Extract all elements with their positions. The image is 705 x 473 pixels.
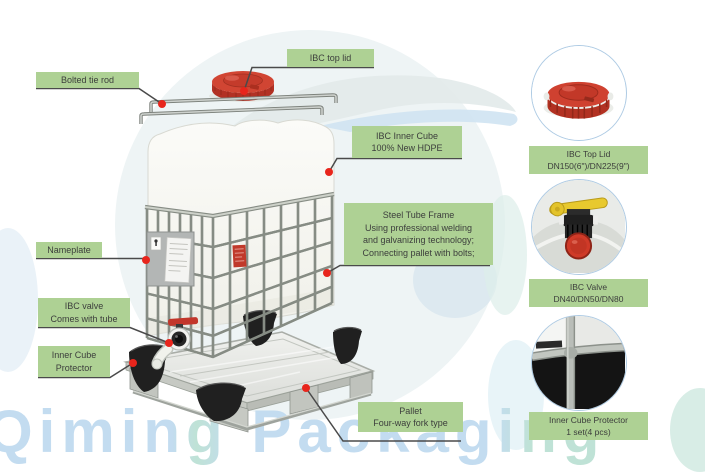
top-lid xyxy=(212,71,274,101)
valve-photo xyxy=(532,180,625,273)
inner-cube xyxy=(147,119,335,337)
callout-text: and galvanizing technology; xyxy=(362,235,475,245)
callout-ibc-valve: IBC valve Comes with tube xyxy=(38,298,130,327)
callout-text: Nameplate xyxy=(47,244,91,255)
callout-text: Connecting pallet with bolts; xyxy=(362,247,475,258)
callout-text: IBC valve xyxy=(64,301,104,311)
warning-sticker xyxy=(232,244,247,268)
leader-dots xyxy=(129,87,333,392)
logo-blob xyxy=(0,228,38,372)
detail-title: Inner Cube Protector xyxy=(549,414,628,425)
callout-nameplate: Nameplate xyxy=(36,242,102,258)
callout-ibc-inner-cube: IBC Inner Cube 100% New HDPE xyxy=(352,126,462,158)
detail-label-protector: Inner Cube Protector 1 set(4 pcs) xyxy=(529,412,648,440)
detail-photo-valve xyxy=(531,179,627,275)
nameplate-plate xyxy=(146,231,195,287)
callout-text: Steel Tube Frame xyxy=(382,210,455,220)
detail-subtitle: 1 set(4 pcs) xyxy=(566,427,611,437)
callout-ibc-top-lid: IBC top lid xyxy=(287,49,374,67)
callout-text: Pallet xyxy=(399,405,422,416)
callout-inner-cube-protector: Inner Cube Protector xyxy=(38,346,110,377)
callout-text: Using professional welding xyxy=(364,222,473,233)
detail-photo-top-lid xyxy=(531,45,627,141)
callout-text: Inner Cube xyxy=(51,350,97,360)
callout-text: Comes with tube xyxy=(50,313,118,324)
callout-steel-tube-frame: Steel Tube Frame Using professional weld… xyxy=(344,203,493,265)
detail-label-top-lid: IBC Top Lid DN150(6")/DN225(9") xyxy=(529,146,648,174)
detail-title: IBC Valve xyxy=(569,281,608,292)
detail-label-valve: IBC Valve DN40/DN50/DN80 xyxy=(529,279,648,307)
callout-text: Protector xyxy=(55,362,93,373)
logo-swoosh-watermark xyxy=(225,75,516,133)
callout-text: Bolted tie rod xyxy=(60,74,115,85)
logo-blob xyxy=(670,388,705,472)
callout-text: IBC top lid xyxy=(309,52,352,63)
detail-photo-protector xyxy=(531,315,627,411)
callout-bolted-tie-rod: Bolted tie rod xyxy=(36,72,139,88)
callout-text: Four-way fork type xyxy=(373,418,448,428)
callout-text: 100% New HDPE xyxy=(371,143,443,153)
callout-text: IBC Inner Cube xyxy=(375,130,439,141)
detail-title: IBC Top Lid xyxy=(566,148,611,159)
tie-rods xyxy=(139,93,338,124)
callout-pallet: Pallet Four-way fork type xyxy=(358,402,463,432)
top-lid-photo xyxy=(532,46,625,139)
valve xyxy=(151,317,199,370)
protector-photo xyxy=(532,316,625,409)
logo-blob xyxy=(483,195,527,315)
detail-subtitle: DN150(6")/DN225(9") xyxy=(547,161,630,171)
detail-subtitle: DN40/DN50/DN80 xyxy=(553,294,624,304)
